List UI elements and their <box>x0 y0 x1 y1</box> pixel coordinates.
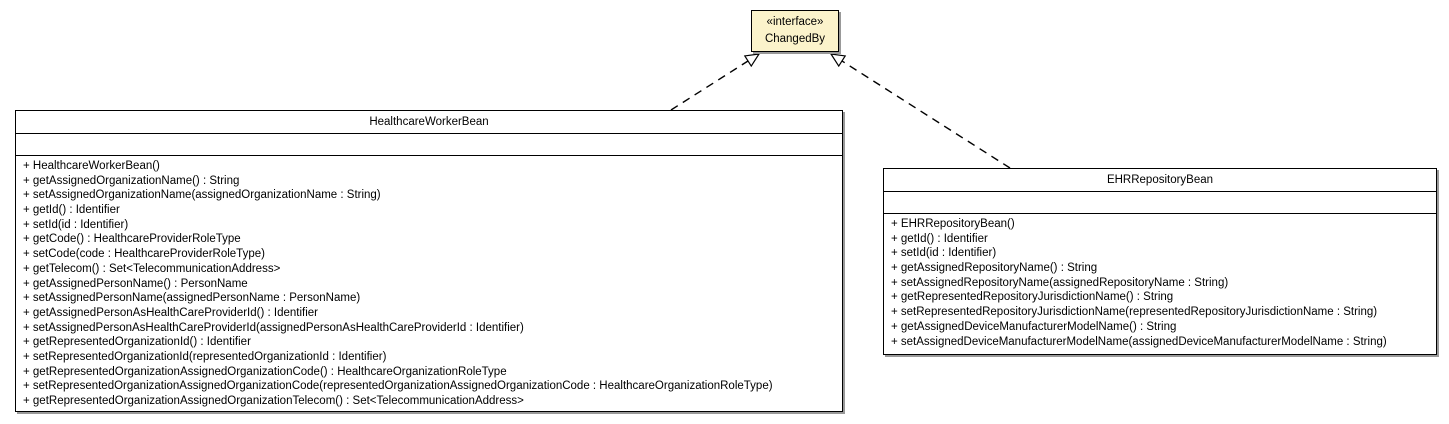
method-item: + setId(id : Identifier) <box>23 218 129 231</box>
methods-compartment: + HealthcareWorkerBean() + getAssignedOrg… <box>16 156 842 409</box>
method-item: + setCode(code : HealthcareProviderRoleT… <box>23 248 265 261</box>
method-item: + getTelecom() : Set<TelecommunicationAd… <box>23 262 281 275</box>
method-item: + setAssignedPersonAsHealthCareProviderI… <box>23 321 524 334</box>
class-title: EHRRepositoryBean <box>884 169 1436 192</box>
method-item: + setId(id : Identifier) <box>891 247 997 260</box>
class-node-healthcareworkerbean[interactable]: HealthcareWorkerBean + HealthcareWorkerB… <box>15 110 843 412</box>
method-item: + getRepresentedRepositoryJurisdictionNa… <box>891 291 1174 304</box>
attributes-compartment <box>884 192 1436 214</box>
method-item: + setRepresentedOrganizationAssignedOrga… <box>23 380 773 393</box>
method-item: + getAssignedOrganizationName() : String <box>23 174 240 187</box>
method-item: + setRepresentedRepositoryJurisdictionNa… <box>891 306 1378 319</box>
method-item: + getRepresentedOrganizationAssignedOrga… <box>23 365 507 378</box>
method-item: + setRepresentedOrganizationId(represent… <box>23 350 387 363</box>
interface-node-changedby[interactable]: «interface» ChangedBy <box>751 10 839 52</box>
method-item: + getId() : Identifier <box>891 232 988 245</box>
method-item: + getCode() : HealthcareProviderRoleType <box>23 233 241 246</box>
class-node-ehrrepositorybean[interactable]: EHRRepositoryBean + EHRRepositoryBean()+… <box>883 168 1437 355</box>
method-item: + setAssignedDeviceManufacturerModelName… <box>891 335 1387 348</box>
methods-compartment: + EHRRepositoryBean() + getId() : Identif… <box>884 214 1436 349</box>
interface-name: ChangedBy <box>764 33 826 45</box>
method-item: + setAssignedRepositoryName(assignedRepo… <box>891 276 1229 289</box>
interface-stereotype: «interface» <box>766 16 824 28</box>
method-item: + getAssignedPersonName() : PersonName <box>23 277 248 290</box>
method-item: + getRepresentedOrganizationAssignedOrga… <box>23 395 524 407</box>
method-item: + getAssignedDeviceManufacturerModelName… <box>891 320 1177 333</box>
realization-edge-healthcareworkerbean <box>670 53 761 111</box>
method-item: + getId() : Identifier <box>23 204 120 217</box>
attributes-compartment <box>16 134 842 156</box>
method-item: + EHRRepositoryBean() <box>891 218 1015 230</box>
method-item: + getAssignedPersonAsHealthCareProviderI… <box>23 306 318 319</box>
class-title: HealthcareWorkerBean <box>16 111 842 134</box>
method-item: + HealthcareWorkerBean() <box>23 160 160 172</box>
method-item: + getAssignedRepositoryName() : String <box>891 262 1098 275</box>
method-item: + setAssignedOrganizationName(assignedOr… <box>23 189 381 202</box>
method-item: + setAssignedPersonName(assignedPersonNa… <box>23 292 361 305</box>
realization-edge-ehrrepositorybean <box>829 53 1011 169</box>
method-item: + getRepresentedOrganizationId() : Ident… <box>23 336 251 349</box>
